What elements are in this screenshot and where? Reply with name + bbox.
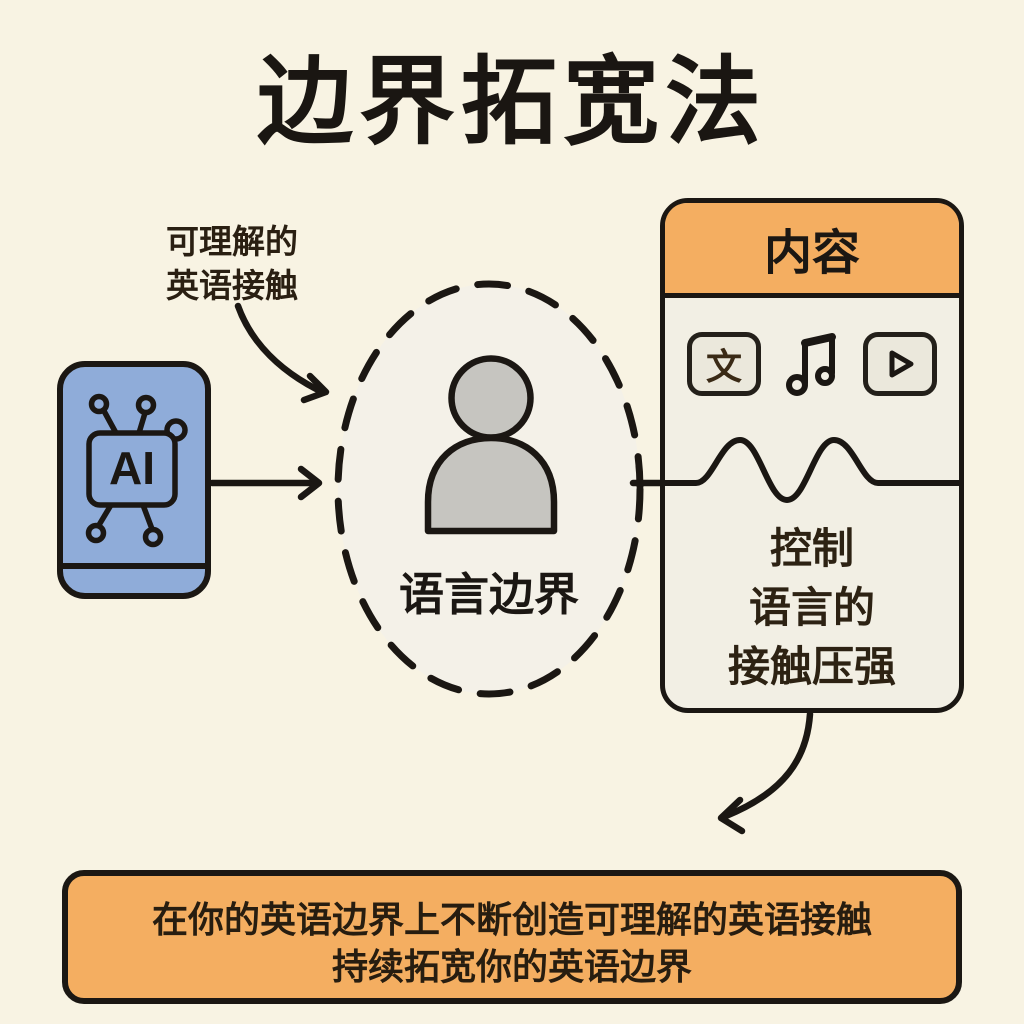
comprehensible-input-line2: 英语接触	[166, 267, 298, 305]
summary-line1: 在你的英语边界上不断创造可理解的英语接触	[151, 899, 872, 940]
language-boundary-label: 语言边界	[398, 569, 579, 620]
input-curved-arrow	[234, 302, 330, 404]
content-type-icons: 文	[665, 331, 959, 397]
card-down-arrow	[717, 710, 814, 835]
music-note-icon	[786, 333, 836, 396]
card-caption-line3: 接触压强	[727, 643, 896, 690]
phone-bottom-bar	[63, 563, 205, 593]
exposure-wave-line	[660, 436, 964, 504]
comprehensible-input-line1: 可理解的	[166, 223, 298, 260]
content-card: 内容 文 控制	[660, 198, 964, 713]
play-icon	[863, 332, 937, 396]
ai-chip-label: AI	[109, 442, 155, 494]
ai-phone-device: AI	[57, 361, 211, 599]
card-caption-line2: 语言的	[748, 584, 875, 631]
text-icon-glyph: 文	[705, 346, 742, 387]
content-card-header: 内容	[665, 203, 959, 298]
card-caption: 控制 语言的 接触压强	[665, 519, 959, 696]
language-boundary-ellipse	[334, 280, 644, 698]
summary-banner: 在你的英语边界上不断创造可理解的英语接触 持续拓宽你的英语边界	[62, 870, 962, 1004]
text-icon: 文	[687, 332, 761, 396]
ai-chip-icon: AI	[85, 393, 188, 548]
page-title: 边界拓宽法	[257, 49, 767, 156]
play-triangle	[889, 350, 914, 378]
phone-to-boundary-arrow	[208, 465, 323, 501]
summary-line2: 持续拓宽你的英语边界	[331, 946, 692, 987]
person-icon	[424, 355, 558, 535]
content-card-title: 内容	[763, 227, 860, 280]
comprehensible-input-label: 可理解的 英语接触	[166, 220, 298, 308]
card-caption-line1: 控制	[769, 525, 854, 572]
